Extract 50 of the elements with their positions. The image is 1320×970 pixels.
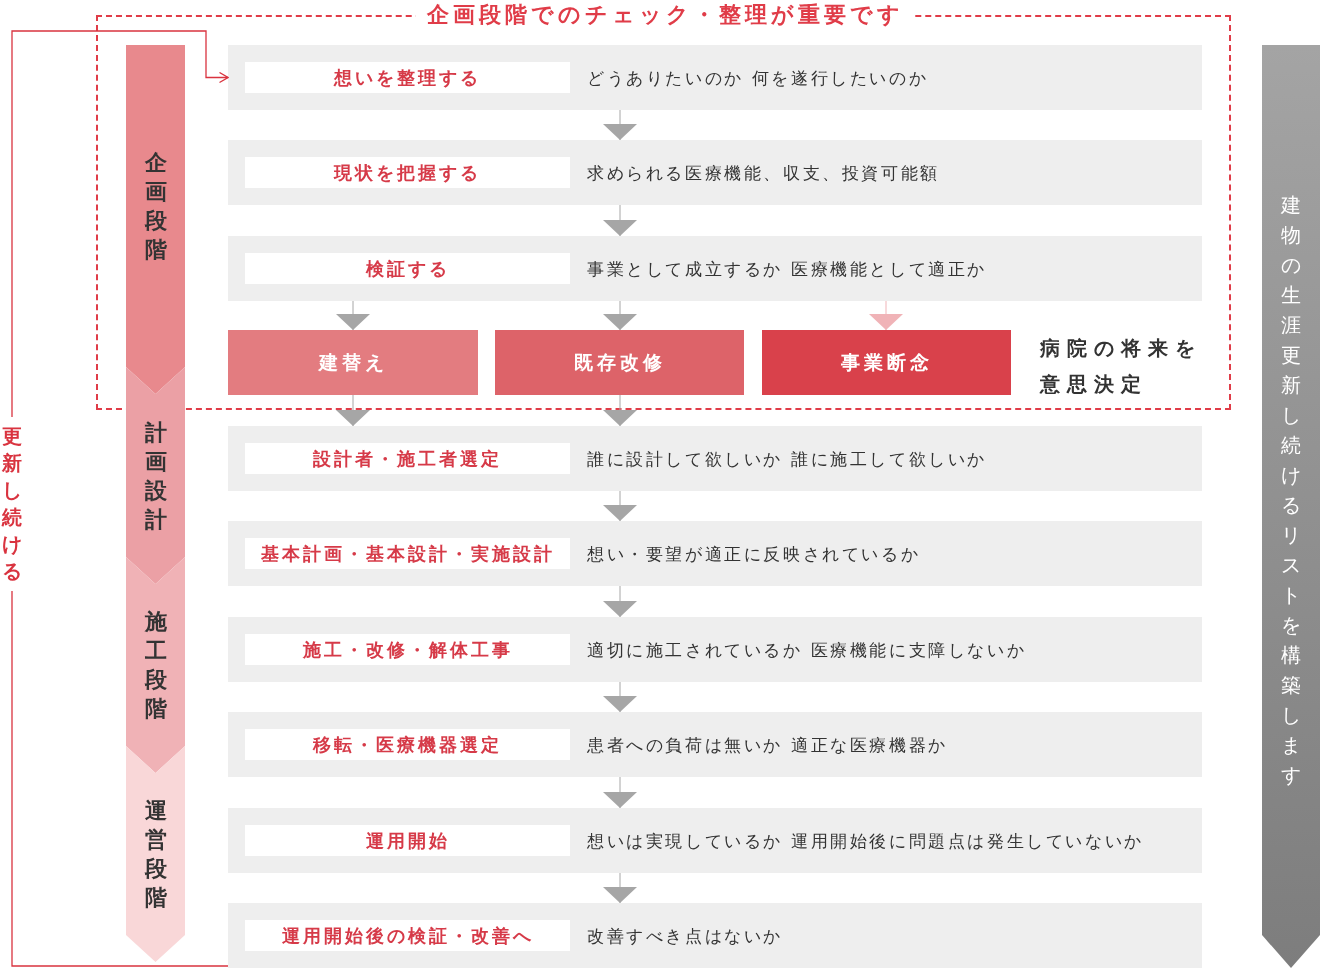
step-title: 設計者・施工者選定 xyxy=(245,443,570,474)
step-row xyxy=(228,140,1202,205)
down-arrow xyxy=(603,872,637,904)
step-row xyxy=(228,903,1202,968)
phase-label: 計画設計 xyxy=(143,418,168,534)
step-row xyxy=(228,426,1202,491)
step-title: 運用開始 xyxy=(245,825,570,856)
check-question: 患者への負荷は無いか 適正な医療機器か xyxy=(587,733,948,756)
down-arrow xyxy=(603,394,637,427)
down-arrow xyxy=(603,681,637,713)
step-title: 運用開始後の検証・改善へ xyxy=(245,920,570,951)
option-box: 事業断念 xyxy=(762,330,1011,395)
check-question: 誰に設計して欲しいか 誰に施工して欲しいか xyxy=(587,447,987,470)
frame-title: 企画段階でのチェック・整理が重要です xyxy=(415,1,912,29)
down-arrow xyxy=(603,109,637,141)
down-arrow xyxy=(336,300,370,331)
check-question: 事業として成立するか 医療機能として適正か xyxy=(587,257,987,280)
band-label: 建物の生涯更新し続けるリストを構築します xyxy=(1280,192,1302,789)
step-title: 基本計画・基本設計・実施設計 xyxy=(245,538,570,569)
check-question: 想い・要望が適正に反映されているか xyxy=(587,542,921,565)
down-arrow xyxy=(603,300,637,331)
check-question: どうありたいのか 何を遂行したいのか xyxy=(587,66,929,89)
check-question: 想いは実現しているか 運用開始後に問題点は発生していないか xyxy=(587,829,1144,852)
step-row xyxy=(228,712,1202,777)
phase-label: 施工段階 xyxy=(143,608,168,723)
down-arrow xyxy=(603,585,637,618)
check-question: 改善すべき点はないか xyxy=(587,924,783,947)
step-row xyxy=(228,808,1202,873)
phase-label: 運営段階 xyxy=(143,797,168,912)
step-title: 現状を把握する xyxy=(245,157,570,188)
step-title: 施工・改修・解体工事 xyxy=(245,634,570,665)
note-text: 病院の将来を意思決定 xyxy=(1040,335,1203,398)
check-question: 求められる医療機能、収支、投資可能額 xyxy=(587,161,940,184)
step-row xyxy=(228,45,1202,110)
step-title: 移転・医療機器選定 xyxy=(245,729,570,760)
step-title: 検証する xyxy=(245,253,570,284)
option-box: 既存改修 xyxy=(495,330,744,395)
step-row xyxy=(228,521,1202,586)
edge-label: 更新し続ける xyxy=(0,416,24,591)
step-row xyxy=(228,617,1202,682)
down-arrow xyxy=(603,776,637,809)
down-arrow xyxy=(336,394,370,427)
step-title: 想いを整理する xyxy=(245,62,570,93)
down-arrow xyxy=(603,490,637,522)
option-box: 建替え xyxy=(228,330,478,395)
step-row xyxy=(228,236,1202,301)
down-arrow xyxy=(869,300,903,331)
phase-label: 企画段階 xyxy=(143,149,168,264)
check-question: 適切に施工されているか 医療機能に支障しないか xyxy=(587,638,1027,661)
down-arrow xyxy=(603,204,637,237)
